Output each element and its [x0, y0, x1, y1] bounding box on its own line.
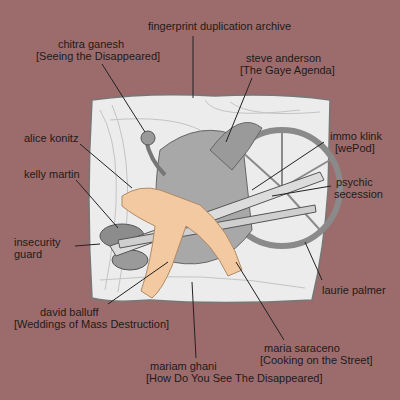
callout-label: [Cooking on the Street]	[260, 354, 373, 366]
callout-label: psychic	[336, 176, 373, 188]
callout-label: [Weddings of Mass Destruction]	[14, 318, 169, 330]
leader-line	[252, 142, 324, 190]
callout-label: [The Gaye Agenda]	[240, 64, 335, 76]
callout-label: [Seeing the Disappeared]	[36, 50, 160, 62]
callout-label: guard	[14, 248, 42, 260]
leader-lines	[75, 36, 331, 358]
leader-line	[102, 64, 145, 132]
leader-line	[108, 262, 168, 304]
leader-line	[192, 282, 196, 358]
callout-label: mariam ghani	[150, 360, 217, 372]
leader-line	[76, 180, 118, 228]
sketch-ground	[89, 95, 330, 303]
callout-label: steve anderson	[246, 52, 321, 64]
callout-label: [How Do You See The Disappeared]	[146, 372, 323, 384]
callout-label: maria saraceno	[264, 342, 340, 354]
leader-line	[236, 262, 284, 340]
leader-line	[75, 244, 100, 246]
leader-line	[226, 78, 252, 142]
callout-label: insecurity	[14, 236, 60, 248]
callout-label: fingerprint duplication archive	[148, 20, 291, 32]
bulb	[141, 131, 155, 145]
leader-line	[305, 242, 322, 280]
callout-label: laurie palmer	[322, 284, 386, 296]
callout-label: secession	[334, 188, 383, 200]
leader-line	[272, 186, 331, 196]
leader-line	[193, 36, 194, 98]
callout-label: kelly martin	[24, 168, 80, 180]
grey-lobe	[210, 122, 262, 170]
callout-label: immo klink	[330, 130, 382, 142]
callout-label: chitra ganesh	[58, 38, 124, 50]
callout-label: david balluff	[40, 306, 99, 318]
callout-label: alice konitz	[24, 132, 78, 144]
callout-label: [wePod]	[335, 142, 375, 154]
leader-line	[80, 144, 132, 188]
